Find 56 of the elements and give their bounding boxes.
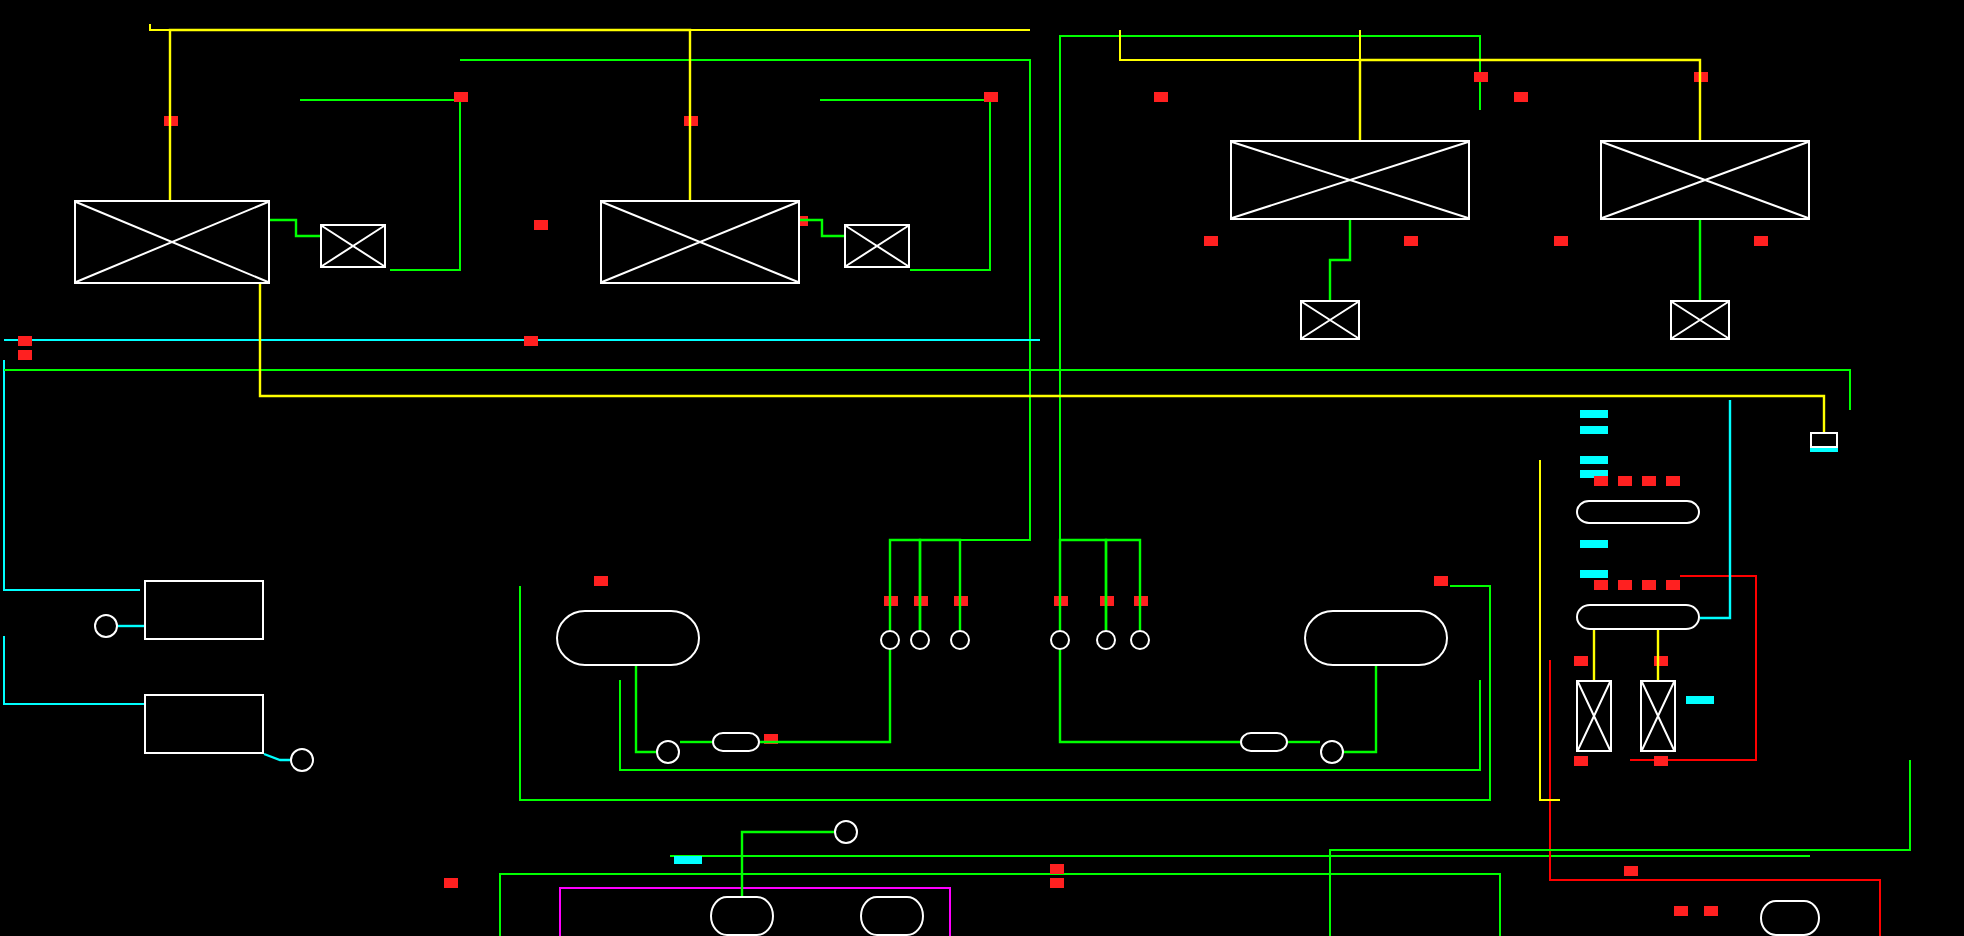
- heat-exchanger-box: [600, 200, 800, 284]
- pump-symbol: [1096, 630, 1116, 650]
- heat-exchanger-box: [1230, 140, 1470, 220]
- pipe-line: [800, 218, 844, 238]
- pump-symbol: [656, 740, 680, 764]
- pipe-line: [118, 624, 144, 628]
- pipe-line: [680, 740, 712, 744]
- pipe-line: [1358, 58, 1702, 140]
- heat-exchanger-box: [1576, 680, 1612, 752]
- pump-symbol: [910, 630, 930, 650]
- pipe-line: [1700, 400, 1732, 620]
- pipe-line: [1328, 220, 1352, 300]
- vessel: [1576, 500, 1700, 524]
- heat-exchanger-box: [1670, 300, 1730, 340]
- pipe-line: [634, 666, 656, 754]
- pump-symbol: [1320, 740, 1344, 764]
- heat-exchanger-box: [1600, 140, 1810, 220]
- pipe-line: [760, 650, 892, 744]
- pipe-line: [168, 28, 692, 200]
- equipment-box: [1810, 432, 1838, 448]
- pump-symbol: [1050, 630, 1070, 650]
- vessel: [556, 610, 700, 666]
- pump-symbol: [290, 748, 314, 772]
- vessel: [1760, 900, 1820, 936]
- vessel: [1576, 604, 1700, 630]
- heat-exchanger-box: [844, 224, 910, 268]
- vessel: [712, 732, 760, 752]
- pipe-line: [258, 284, 1826, 432]
- pump-symbol: [1130, 630, 1150, 650]
- pump-symbol: [834, 820, 858, 844]
- heat-exchanger-box: [1640, 680, 1676, 752]
- pipe-line: [1058, 650, 1240, 744]
- vessel: [710, 896, 774, 936]
- pump-symbol: [950, 630, 970, 650]
- pipe-line: [1104, 538, 1142, 630]
- pipe-line: [1592, 630, 1596, 680]
- pipe-line: [1698, 220, 1702, 300]
- pipe-line: [1058, 538, 1108, 630]
- pipe-line: [1288, 740, 1320, 744]
- pipe-line: [263, 752, 290, 762]
- heat-exchanger-box: [320, 224, 386, 268]
- pipe-line: [270, 218, 320, 238]
- pipe-line: [1344, 666, 1378, 754]
- equipment-box: [144, 694, 264, 754]
- vessel: [1304, 610, 1448, 666]
- pipe-line: [918, 538, 962, 630]
- vessel: [860, 896, 924, 936]
- heat-exchanger-box: [1300, 300, 1360, 340]
- vessel: [1240, 732, 1288, 752]
- pipe-line: [888, 538, 922, 630]
- pump-symbol: [94, 614, 118, 638]
- heat-exchanger-box: [74, 200, 270, 284]
- equipment-box: [144, 580, 264, 640]
- pump-symbol: [880, 630, 900, 650]
- pipe-line: [740, 830, 834, 896]
- pipe-line: [1656, 630, 1660, 680]
